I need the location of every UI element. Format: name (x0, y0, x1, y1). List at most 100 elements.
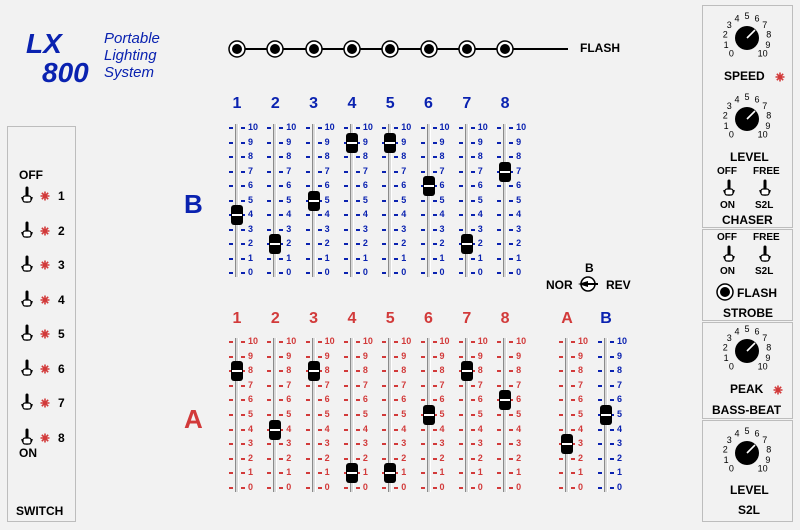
fader-tick-label: 8 (617, 365, 623, 376)
flash-button[interactable] (419, 40, 438, 58)
flash-button[interactable] (458, 40, 476, 58)
fader-tick-mark (432, 355, 437, 358)
fader-tick-mark (470, 428, 475, 431)
fader-track (349, 338, 354, 492)
flash-button[interactable] (228, 40, 246, 58)
strobe-flash-label: FLASH (737, 286, 777, 300)
channel-switch-toggle[interactable] (20, 254, 34, 281)
flash-button[interactable] (343, 40, 361, 58)
fader-handle[interactable] (269, 419, 282, 440)
fader-handle[interactable] (460, 234, 473, 254)
fader-tick-label: 4 (578, 423, 584, 434)
fader-tick-mark (355, 384, 360, 387)
channel-switch-toggle[interactable] (20, 185, 34, 212)
fader-tick-mark (420, 457, 425, 460)
fader-tick-mark (470, 272, 475, 274)
tagline-line: Lighting (104, 47, 157, 64)
fader-tick-mark (432, 414, 437, 416)
fader-handle[interactable] (269, 234, 282, 254)
fader-handle[interactable] (499, 390, 512, 411)
fader-tick-label: 10 (439, 122, 450, 132)
fader-tick-mark (470, 443, 475, 446)
fader-tick-mark (382, 257, 387, 260)
flash-button[interactable] (381, 40, 399, 58)
channel-switch-toggle[interactable] (20, 289, 34, 316)
knob-scale-label: 8 (766, 343, 771, 353)
fader-tick-mark (432, 272, 437, 274)
fader-tick-label: 6 (439, 394, 445, 405)
fader-tick-mark (458, 487, 463, 489)
fader-handle[interactable] (422, 405, 435, 425)
fader-tick-mark (420, 228, 425, 231)
fader-handle[interactable] (231, 205, 243, 225)
fader-handle[interactable] (384, 463, 397, 484)
knob-scale-label: 2 (723, 445, 728, 455)
fader-tick-mark (317, 185, 322, 187)
channel-switch-toggle[interactable] (20, 392, 34, 419)
fader-handle[interactable] (231, 361, 243, 382)
fader-tick-mark (267, 414, 272, 416)
fader-tick-mark (509, 141, 514, 144)
fader-tick-label: 1 (477, 467, 483, 478)
fader-tick-mark (420, 199, 425, 202)
fader-handle[interactable] (345, 132, 358, 153)
fader-handle[interactable] (307, 190, 320, 211)
toggle-switch-icon (21, 221, 33, 238)
flash-button[interactable] (304, 40, 323, 58)
fader-handle[interactable] (422, 176, 435, 196)
direction-toggle-icon[interactable] (576, 276, 604, 292)
fader-tick-mark (458, 341, 463, 343)
fader-tick-label: 2 (516, 238, 522, 248)
fader-tick-mark (509, 355, 514, 358)
fader-tick-mark (394, 487, 399, 489)
flash-button[interactable] (496, 40, 514, 58)
fader-tick-mark (470, 127, 475, 129)
strobe-sw2-top-label: FREE (753, 232, 780, 243)
fader-tick-mark (229, 272, 233, 274)
chaser-onoff-toggle[interactable] (722, 178, 736, 205)
fader-tick-mark (470, 399, 475, 402)
channel-switch-toggle[interactable] (20, 358, 34, 385)
channel-indicator-icon (40, 329, 50, 339)
master-a-fader-handle[interactable] (561, 434, 573, 455)
fader-tick-mark (355, 457, 360, 460)
fader-tick-label: 3 (362, 438, 368, 449)
fader-tick-mark (420, 399, 425, 402)
fader-tick-label: 10 (362, 336, 373, 346)
fader-track (565, 338, 569, 492)
channel-switch-toggle[interactable] (20, 427, 34, 454)
fader-tick-mark (432, 199, 437, 202)
flash-button[interactable] (266, 40, 285, 58)
fader-tick-mark (458, 355, 463, 358)
fader-tick-mark (394, 341, 399, 343)
channel-switch-toggle[interactable] (20, 323, 34, 350)
master-b-fader-handle[interactable] (600, 405, 612, 425)
fader-tick-label: 1 (516, 467, 522, 478)
channel-switch-toggle[interactable] (20, 220, 34, 247)
strobe-flash-button[interactable] (716, 283, 734, 301)
fader-handle[interactable] (499, 161, 512, 182)
fader-tick-mark (432, 141, 437, 144)
fader-tick-mark (241, 243, 245, 245)
fader-tick-mark (470, 384, 475, 387)
fader-tick-mark (420, 257, 425, 260)
chaser-mode-toggle[interactable] (758, 178, 772, 205)
strobe-onoff-toggle[interactable] (722, 244, 736, 271)
knob-scale-label: 5 (744, 11, 749, 21)
fader-handle[interactable] (345, 463, 358, 484)
knob-scale-label: 10 (758, 130, 768, 140)
fader-handle[interactable] (460, 361, 473, 382)
fader-tick-mark (458, 399, 463, 402)
fader-tick-mark (509, 199, 514, 202)
fader-handle[interactable] (307, 361, 320, 382)
tagline-line: Portable (104, 30, 160, 47)
fader-tick-label: 4 (617, 423, 623, 434)
fader-handle[interactable] (384, 132, 397, 153)
fader-tick-mark (382, 214, 387, 216)
fader-tick-mark (458, 257, 463, 260)
strobe-mode-toggle[interactable] (758, 244, 772, 271)
